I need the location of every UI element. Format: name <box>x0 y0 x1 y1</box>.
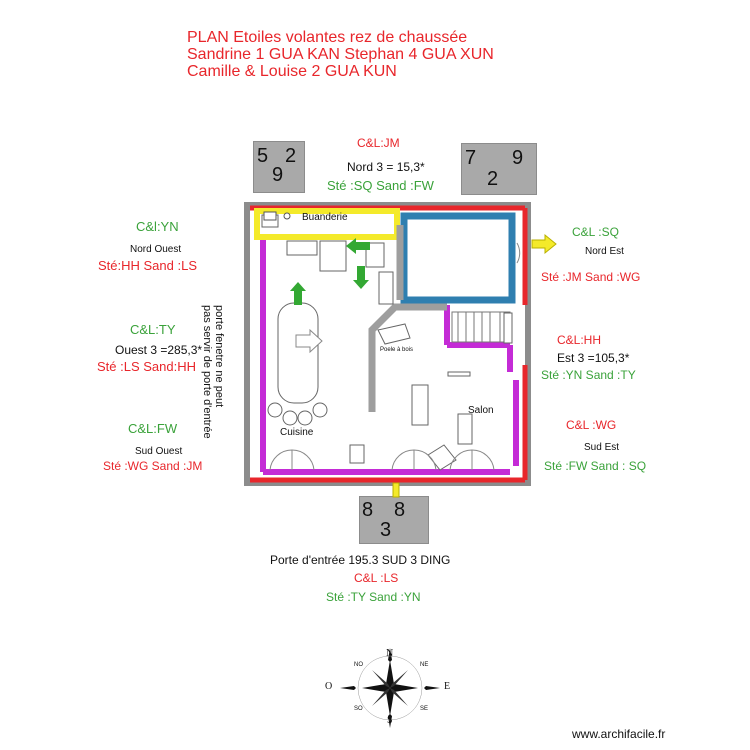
southeast-cl: C&L :WG <box>566 418 617 432</box>
room-poele: Poele à bois <box>380 347 414 353</box>
south-ste: Sté :TY Sand :YN <box>326 590 421 604</box>
north-right-digit: 2 <box>487 168 499 190</box>
kitchen-furniture <box>261 214 513 471</box>
title-line1: PLAN Etoiles volantes rez de chaussée <box>187 29 468 46</box>
north-cl: C&L:JM <box>357 136 400 150</box>
east-ste: Sté :YN Sand :TY <box>541 368 636 382</box>
south-digit: 8 <box>394 499 406 521</box>
compass-rose <box>340 648 440 728</box>
north-left-digit: 2 <box>285 145 297 167</box>
buanderie-fixtures <box>263 211 291 221</box>
south-digit: 8 <box>362 499 374 521</box>
north-right-digit: 9 <box>512 147 524 169</box>
title-line3: Camille & Louise 2 GUA KUN <box>187 63 397 80</box>
room-salon: Salon <box>468 405 494 416</box>
west-ste: Sté :LS Sand:HH <box>97 359 196 374</box>
yellow-arrows <box>392 233 557 498</box>
compass-s: S <box>387 715 393 726</box>
south-cl: C&L :LS <box>354 571 399 585</box>
north-right-digit: 7 <box>465 147 477 169</box>
south-label: Porte d'entrée 195.3 SUD 3 DING <box>270 553 451 567</box>
stairs <box>451 311 511 343</box>
green-arrows <box>290 238 370 305</box>
compass-ne: NE <box>420 662 429 668</box>
compass-o: O <box>325 681 333 692</box>
north-ste: Sté :SQ Sand :FW <box>327 178 434 193</box>
southeast-label: Sud Est <box>584 442 620 453</box>
compass-e: E <box>444 681 451 692</box>
northeast-ste: Sté :JM Sand :WG <box>541 270 641 284</box>
west-cl: C&L:TY <box>130 322 176 337</box>
north-left-digit: 9 <box>272 164 284 186</box>
compass-n: N <box>386 648 394 659</box>
north-right-star-box: 7 9 2 <box>461 143 537 195</box>
northeast-label: Nord Est <box>585 246 624 257</box>
south-star-box: 8 8 3 <box>359 496 429 544</box>
outer-wall <box>244 202 531 486</box>
title-line2: Sandrine 1 GUA KAN Stephan 4 GUA XUN <box>187 46 494 63</box>
compass-se: SE <box>420 706 429 712</box>
east-label: Est 3 =105,3* <box>557 351 630 365</box>
room-buanderie: Buanderie <box>302 212 348 223</box>
magenta-walls <box>260 240 519 475</box>
southwest-cl: C&L:FW <box>128 421 178 436</box>
blue-void <box>400 212 516 304</box>
compass-no: NO <box>354 662 363 668</box>
buanderie-outline <box>254 208 400 240</box>
white-arrow <box>295 328 323 354</box>
north-left-digit: 5 <box>257 145 269 167</box>
northwest-label: Nord Ouest <box>130 244 182 255</box>
north-label: Nord 3 = 15,3* <box>347 160 425 174</box>
southwest-ste: Sté :WG Sand :JM <box>103 459 203 473</box>
southwest-label: Sud Ouest <box>135 446 183 457</box>
watermark[interactable]: www.archifacile.fr <box>572 727 666 741</box>
room-cuisine: Cuisine <box>280 427 314 438</box>
south-digit: 3 <box>380 519 392 541</box>
northwest-ste: Sté:HH Sand :LS <box>98 258 197 273</box>
west-label: Ouest 3 =285,3* <box>115 343 203 357</box>
northwest-cl: C&l:YN <box>136 219 179 234</box>
interior-walls <box>368 225 447 412</box>
southeast-ste: Sté :FW Sand : SQ <box>544 459 647 473</box>
northeast-cl: C&L :SQ <box>572 225 619 239</box>
east-cl: C&L:HH <box>557 333 602 347</box>
north-left-star-box: 5 2 9 <box>253 141 305 193</box>
doors <box>269 242 521 471</box>
compass-so: SO <box>354 706 363 712</box>
